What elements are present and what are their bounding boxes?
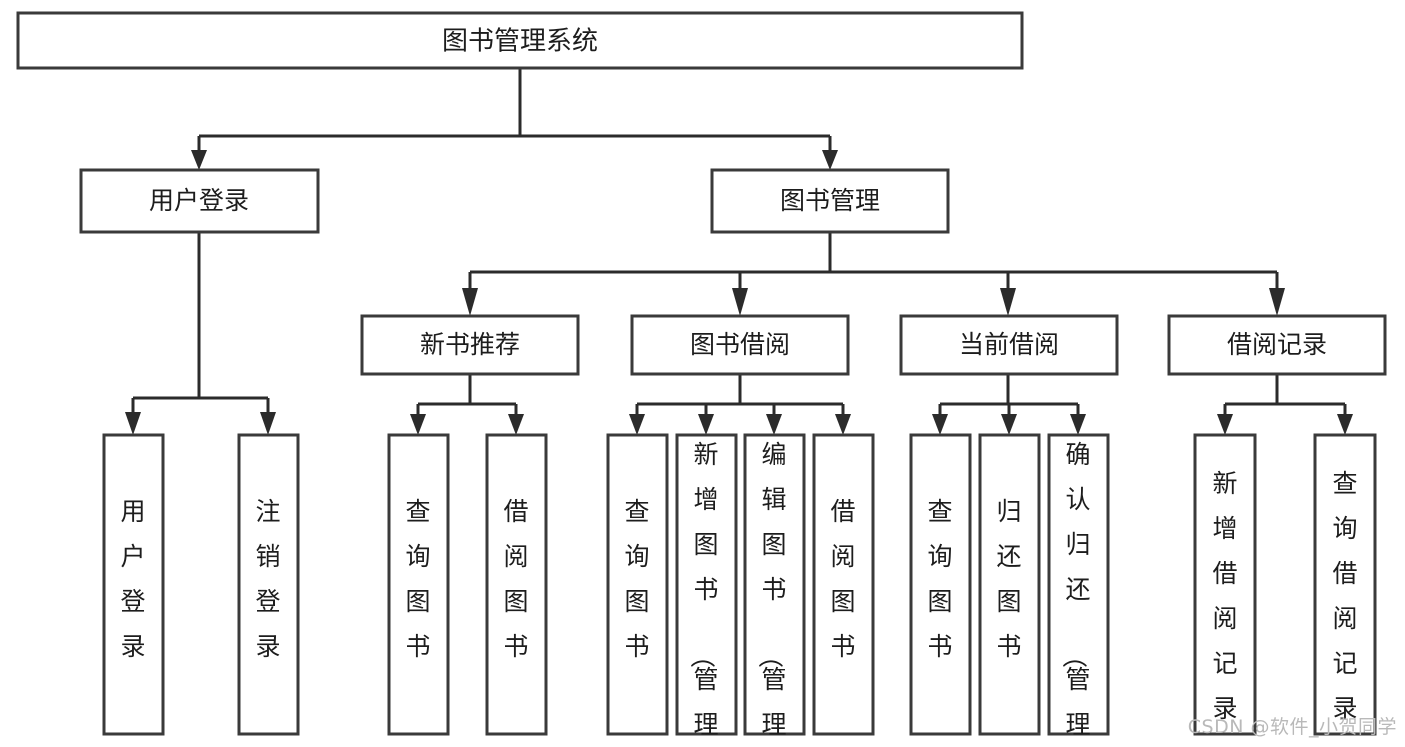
leaf-borrow-book-1-box[interactable] xyxy=(485,433,548,736)
arrow-head-borrow-record xyxy=(1269,288,1285,316)
leaf-logout-box[interactable] xyxy=(237,433,300,736)
arrow-head-new-book-recommend xyxy=(462,288,478,316)
leaf-user-login-box[interactable] xyxy=(102,433,165,736)
node-book-borrow-label: 图书借阅 xyxy=(690,330,790,359)
leaf-add-record-label: 新增借阅记录 xyxy=(1212,469,1237,723)
arrow-head-leaf-query-book-3 xyxy=(932,414,948,435)
arrow-head-leaf-user-login xyxy=(125,412,141,435)
leaf-borrow-book-2[interactable]: 借阅图书 xyxy=(812,433,875,736)
leaf-add-book-label: 新增图书（管理员） xyxy=(687,440,718,747)
leaf-query-book-2[interactable]: 查询图书 xyxy=(606,433,669,736)
arrow-head-leaf-add-record xyxy=(1217,414,1233,435)
arrow-head-leaf-return-book xyxy=(1001,414,1017,435)
node-book-borrow-box[interactable] xyxy=(630,314,850,376)
node-user-login-label: 用户登录 xyxy=(149,186,249,215)
node-borrow-record-label: 借阅记录 xyxy=(1227,330,1327,359)
leaf-borrow-book-1-label: 借阅图书 xyxy=(503,497,528,661)
arrow-head-book-borrow xyxy=(732,288,748,316)
connector-layer xyxy=(125,68,1353,435)
leaf-logout-label: 注销登录 xyxy=(255,497,280,661)
arrow-head-leaf-confirm-return xyxy=(1070,414,1086,435)
node-book-management[interactable]: 图书管理 xyxy=(710,168,950,234)
arrow-head-leaf-query-record xyxy=(1337,414,1353,435)
arrow-head-user-login xyxy=(191,150,207,170)
leaf-logout[interactable]: 注销登录 xyxy=(237,433,300,736)
leaf-query-record-box[interactable] xyxy=(1313,433,1377,736)
node-new-book-recommend-label: 新书推荐 xyxy=(420,330,520,359)
leaf-query-book-2-box[interactable] xyxy=(606,433,669,736)
node-user-login-box[interactable] xyxy=(79,168,320,234)
arrow-head-leaf-borrow-book-2 xyxy=(835,414,851,435)
leaf-edit-book[interactable]: 编辑图书（管理员） xyxy=(743,433,806,747)
node-user-login[interactable]: 用户登录 xyxy=(79,168,320,234)
node-root-label: 图书管理系统 xyxy=(442,27,598,57)
arrow-head-leaf-add-book xyxy=(698,414,714,435)
arrow-head-leaf-query-book-1 xyxy=(410,414,426,435)
leaf-confirm-return-box[interactable] xyxy=(1047,433,1110,736)
node-root-box[interactable] xyxy=(16,11,1024,70)
leaf-query-book-2-label: 查询图书 xyxy=(624,497,649,661)
arrow-head-current-borrow xyxy=(1000,288,1016,316)
leaf-query-book-1[interactable]: 查询图书 xyxy=(387,433,450,736)
leaf-borrow-book-1[interactable]: 借阅图书 xyxy=(485,433,548,736)
leaf-add-record-box[interactable] xyxy=(1193,433,1257,736)
leaf-borrow-book-2-box[interactable] xyxy=(812,433,875,736)
leaf-edit-book-label: 编辑图书（管理员） xyxy=(755,440,786,747)
leaf-borrow-book-2-label: 借阅图书 xyxy=(830,497,855,661)
leaf-add-book[interactable]: 新增图书（管理员） xyxy=(675,433,738,747)
arrow-head-leaf-query-book-2 xyxy=(629,414,645,435)
leaf-user-login[interactable]: 用户登录 xyxy=(102,433,165,736)
node-current-borrow-label: 当前借阅 xyxy=(959,330,1059,359)
leaf-query-book-1-label: 查询图书 xyxy=(405,497,430,661)
node-root[interactable]: 图书管理系统 xyxy=(16,11,1024,70)
arrow-head-leaf-edit-book xyxy=(766,414,782,435)
leaf-add-record[interactable]: 新增借阅记录 xyxy=(1193,433,1257,736)
leaf-query-book-1-box[interactable] xyxy=(387,433,450,736)
node-book-borrow[interactable]: 图书借阅 xyxy=(630,314,850,376)
leaf-query-record[interactable]: 查询借阅记录 xyxy=(1313,433,1377,736)
leaf-add-book-box[interactable] xyxy=(675,433,738,736)
node-borrow-record[interactable]: 借阅记录 xyxy=(1167,314,1387,376)
leaf-user-login-label: 用户登录 xyxy=(120,497,145,661)
node-current-borrow-box[interactable] xyxy=(899,314,1119,376)
leaf-return-book[interactable]: 归还图书 xyxy=(978,433,1041,736)
arrow-head-leaf-logout xyxy=(260,412,276,435)
node-borrow-record-box[interactable] xyxy=(1167,314,1387,376)
leaf-query-book-3[interactable]: 查询图书 xyxy=(909,433,972,736)
leaf-return-book-label: 归还图书 xyxy=(996,497,1021,661)
leaf-query-book-3-box[interactable] xyxy=(909,433,972,736)
node-current-borrow[interactable]: 当前借阅 xyxy=(899,314,1119,376)
node-new-book-recommend-box[interactable] xyxy=(360,314,580,376)
leaf-query-book-3-label: 查询图书 xyxy=(927,497,952,661)
leaf-edit-book-box[interactable] xyxy=(743,433,806,736)
leaf-confirm-return[interactable]: 确认归还（管理员） xyxy=(1047,433,1110,747)
leaf-confirm-return-label: 确认归还（管理员） xyxy=(1059,440,1090,747)
arrow-head-book-management xyxy=(822,150,838,170)
node-new-book-recommend[interactable]: 新书推荐 xyxy=(360,314,580,376)
leaf-query-record-label: 查询借阅记录 xyxy=(1332,469,1357,723)
arrow-head-leaf-borrow-book-1 xyxy=(508,414,524,435)
leaf-return-book-box[interactable] xyxy=(978,433,1041,736)
node-book-management-label: 图书管理 xyxy=(780,186,880,215)
node-book-management-box[interactable] xyxy=(710,168,950,234)
